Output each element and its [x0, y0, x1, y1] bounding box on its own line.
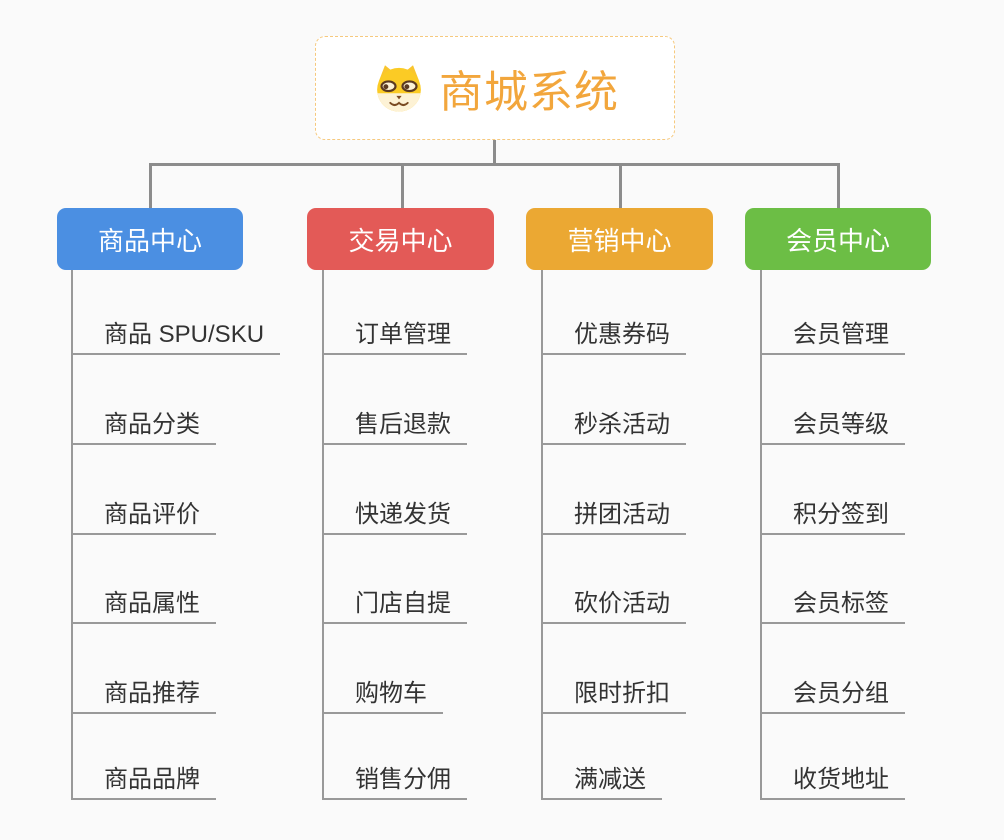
leaf-node[interactable]: 商品属性: [71, 586, 216, 624]
leaf-node[interactable]: 商品推荐: [71, 676, 216, 714]
leaf-node[interactable]: 购物车: [322, 676, 443, 714]
leaf-node[interactable]: 积分签到: [760, 497, 905, 535]
leaf-node[interactable]: 会员等级: [760, 407, 905, 445]
root-node[interactable]: 商城系统: [315, 36, 675, 140]
connector-drop: [619, 163, 622, 209]
connector-trunk: [493, 140, 496, 165]
connector-column-line: [322, 270, 324, 800]
branch-box-marketing-center[interactable]: 营销中心: [526, 208, 713, 270]
leaf-node[interactable]: 订单管理: [322, 317, 467, 355]
leaf-node[interactable]: 商品品牌: [71, 762, 216, 800]
leaf-node[interactable]: 门店自提: [322, 586, 467, 624]
leaf-node[interactable]: 销售分佣: [322, 762, 467, 800]
leaf-node[interactable]: 会员标签: [760, 586, 905, 624]
connector-column-line: [760, 270, 762, 800]
leaf-node[interactable]: 限时折扣: [541, 676, 686, 714]
root-title: 商城系统: [439, 68, 619, 117]
leaf-node[interactable]: 售后退款: [322, 407, 467, 445]
leaf-node[interactable]: 收货地址: [760, 762, 905, 800]
shiba-dog-icon: [371, 63, 427, 113]
branch-box-product-center[interactable]: 商品中心: [57, 208, 243, 270]
connector-column-line: [71, 270, 73, 800]
leaf-node[interactable]: 满减送: [541, 762, 662, 800]
leaf-node[interactable]: 快递发货: [322, 497, 467, 535]
leaf-node[interactable]: 商品 SPU/SKU: [71, 317, 281, 355]
leaf-node[interactable]: 会员分组: [760, 676, 905, 714]
connector-drop: [401, 163, 404, 209]
leaf-node[interactable]: 商品分类: [71, 407, 216, 445]
branch-box-member-center[interactable]: 会员中心: [745, 208, 931, 270]
leaf-node[interactable]: 砍价活动: [541, 586, 686, 624]
connector-drop: [149, 163, 152, 209]
leaf-node[interactable]: 商品评价: [71, 497, 216, 535]
connector-drop: [837, 163, 840, 209]
leaf-node[interactable]: 优惠券码: [541, 317, 686, 355]
leaf-node[interactable]: 秒杀活动: [541, 407, 686, 445]
connector-column-line: [541, 270, 543, 800]
connector-horizontal: [149, 163, 840, 166]
leaf-node[interactable]: 拼团活动: [541, 497, 686, 535]
leaf-node[interactable]: 会员管理: [760, 317, 905, 355]
branch-box-trade-center[interactable]: 交易中心: [307, 208, 494, 270]
